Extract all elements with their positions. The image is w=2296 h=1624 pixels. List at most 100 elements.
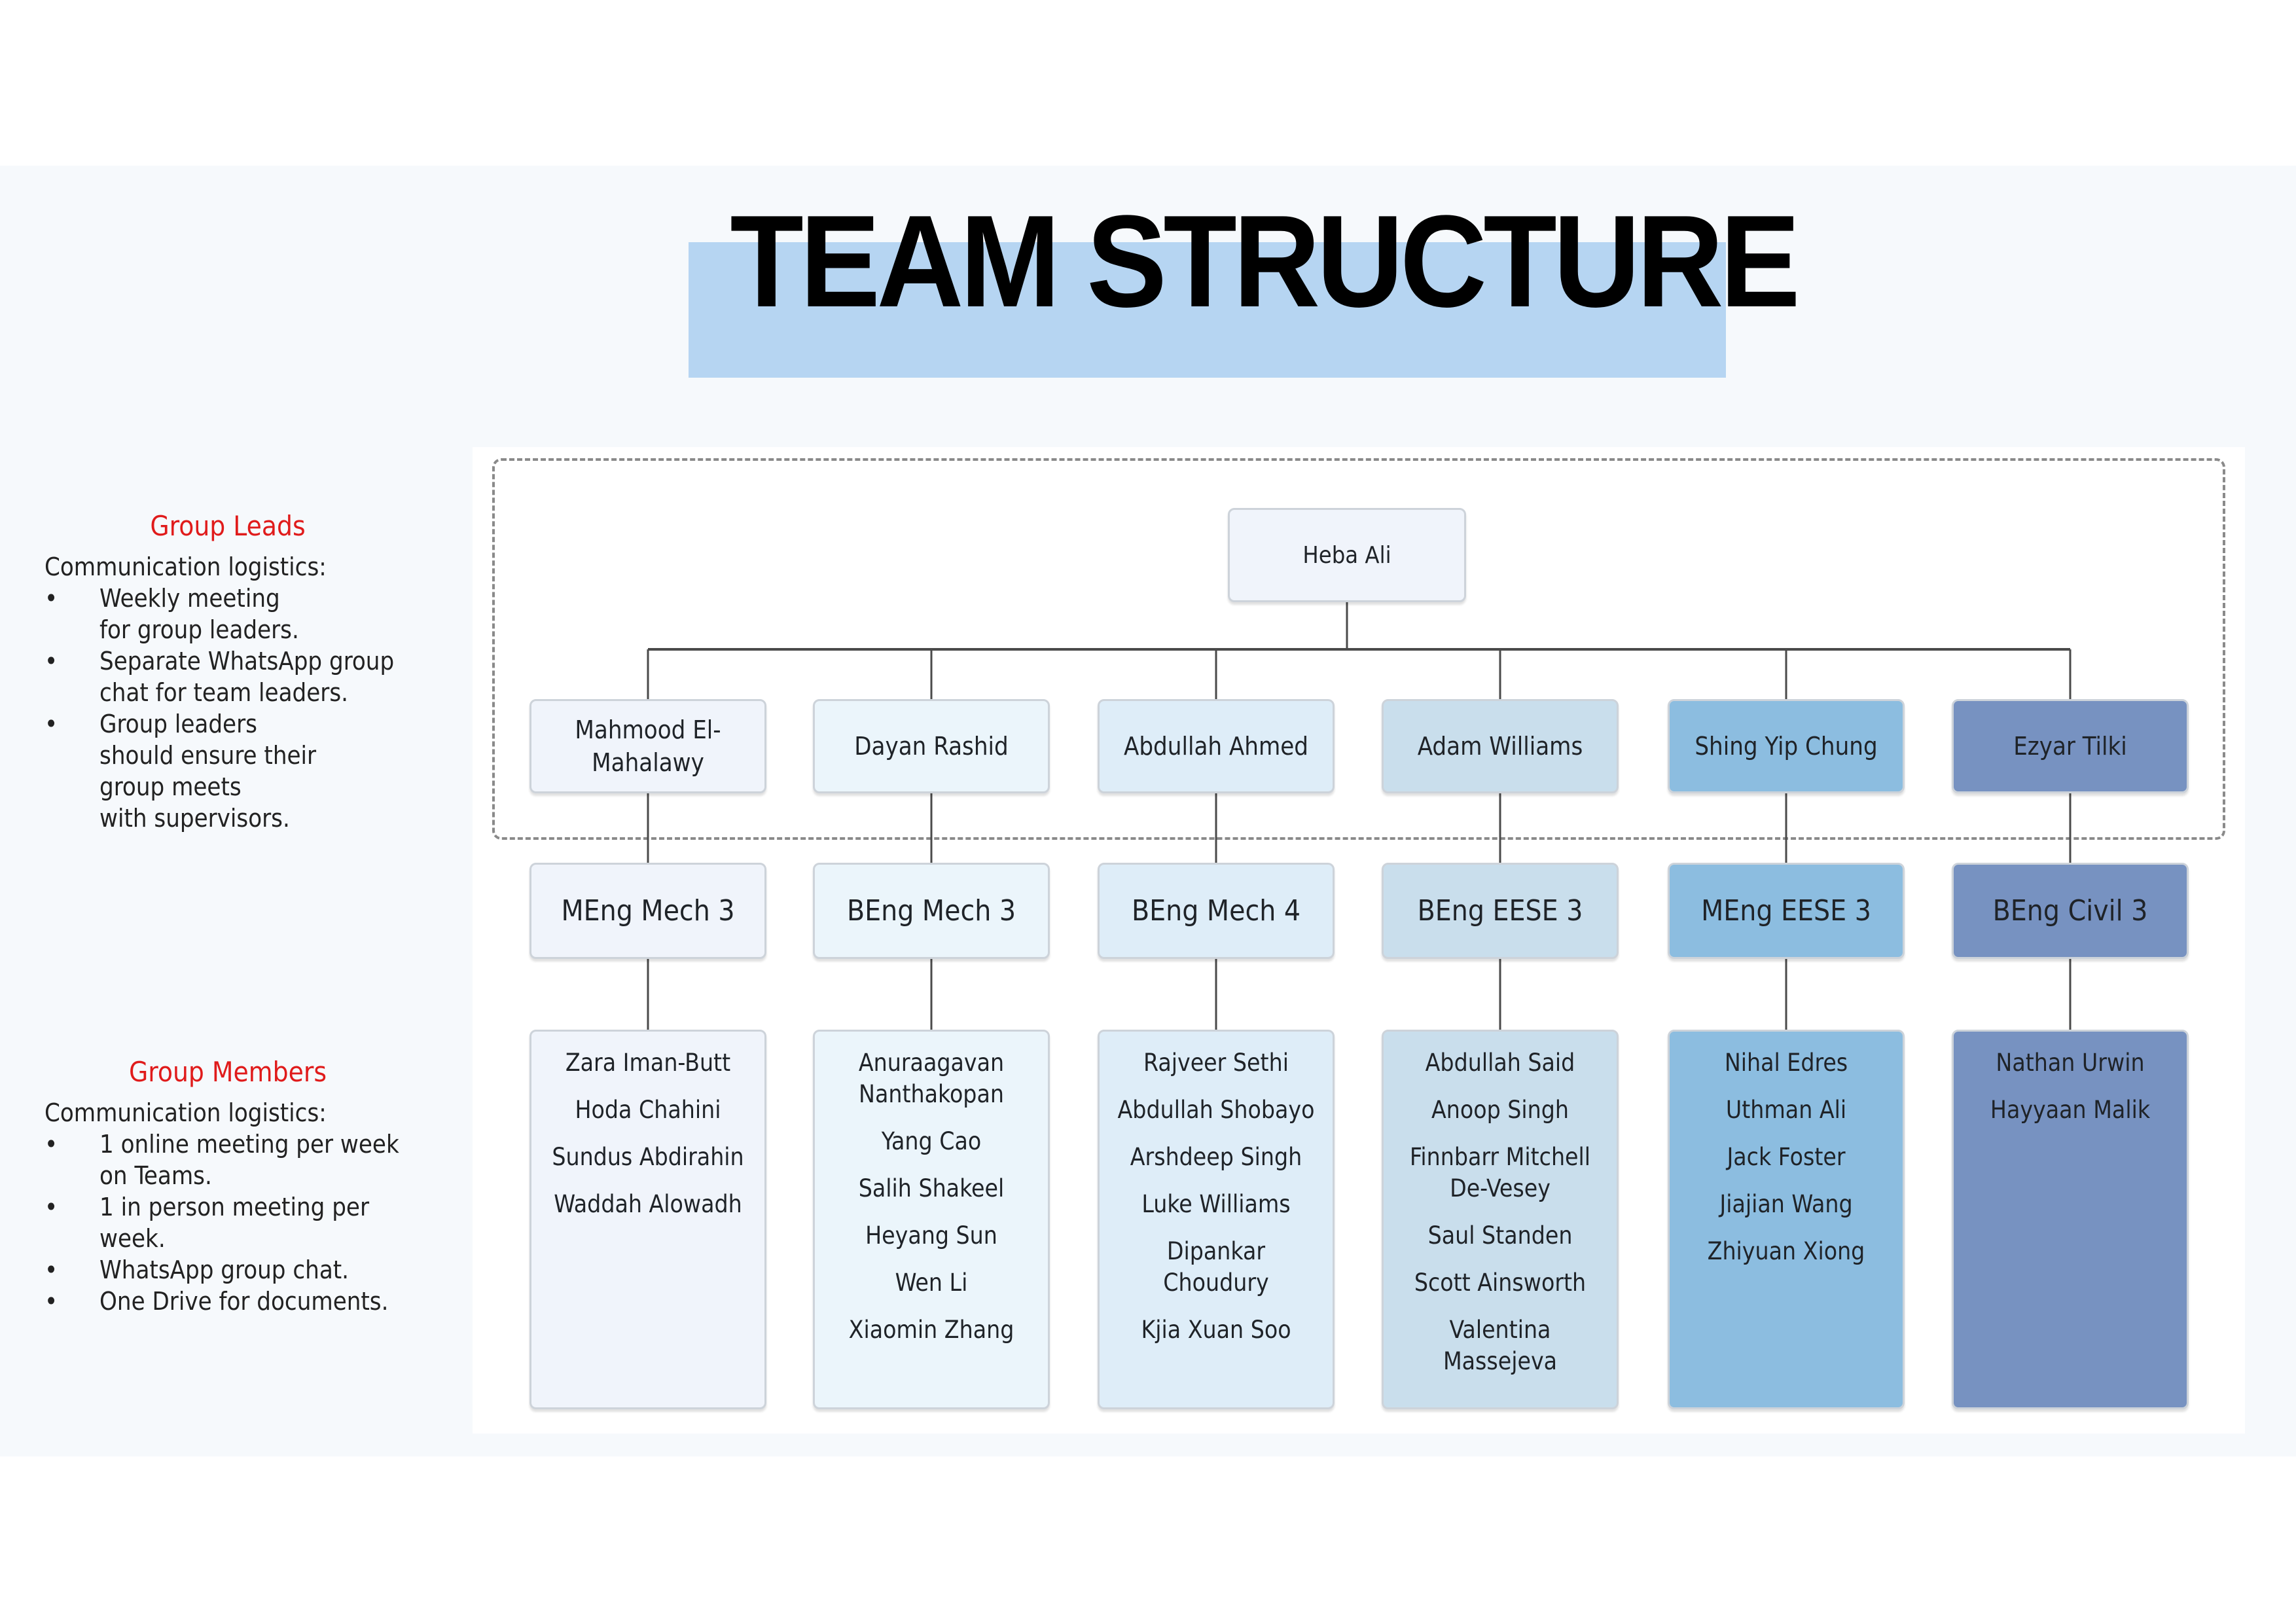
degree-label: BEng Civil 3	[1992, 894, 2148, 928]
root-node: Heba Ali	[1228, 508, 1466, 602]
note-line: on Teams.	[99, 1161, 212, 1190]
group-leads-heading: Group Leads	[150, 510, 306, 542]
member-name: Sundus Abdirahin	[552, 1143, 744, 1171]
degree-node: MEng Mech 3	[529, 863, 766, 959]
member-name: Uthman Ali	[1725, 1096, 1847, 1124]
lead-name-line: Adam Williams	[1417, 732, 1583, 761]
group-members-intro: Communication logistics:	[45, 1098, 327, 1127]
title-highlight	[689, 242, 1726, 378]
group-lead-node: Adam Williams	[1382, 699, 1619, 793]
member-name: Kjia Xuan Soo	[1141, 1316, 1291, 1344]
member-name: Xiaomin Zhang	[848, 1316, 1014, 1344]
degree-label: BEng EESE 3	[1417, 894, 1583, 928]
group-lead-node: Abdullah Ahmed	[1098, 699, 1335, 793]
group-lead-name: Ezyar Tilki	[2013, 730, 2127, 763]
bullet-icon: •	[45, 584, 58, 613]
bullet-icon: •	[45, 710, 58, 738]
degree-label: MEng Mech 3	[561, 894, 735, 928]
leadership-boundary	[492, 458, 2225, 840]
note-line: with supervisors.	[99, 804, 290, 833]
group-lead-node: Dayan Rashid	[813, 699, 1050, 793]
member-name: Abdullah Said	[1425, 1049, 1575, 1077]
note-line: One Drive for documents.	[99, 1287, 389, 1316]
member-name: Wen Li	[895, 1269, 968, 1297]
member-name: Anuraagavan Nanthakopan	[858, 1049, 1005, 1108]
note-line: for group leaders.	[99, 615, 299, 644]
member-name: Arshdeep Singh	[1130, 1143, 1302, 1171]
note-line: chat for team leaders.	[99, 678, 348, 707]
member-name: Dipankar Choudury	[1163, 1237, 1269, 1297]
bullet-icon: •	[45, 1287, 58, 1316]
member-name: Anoop Singh	[1431, 1096, 1570, 1124]
group-members-notes: Group Members Communication logistics: •…	[45, 1056, 437, 1317]
lead-name-line: Ezyar Tilki	[2013, 732, 2127, 761]
group-leads-notes: Group Leads Communication logistics: • We…	[45, 511, 437, 834]
lead-name-line: Abdullah Ahmed	[1123, 732, 1309, 761]
group-lead-name: Adam Williams	[1418, 730, 1583, 763]
member-name: Nathan Urwin	[1996, 1049, 2145, 1077]
member-name: Nihal Edres	[1724, 1049, 1848, 1077]
note-item: • 1 in person meeting per week.	[45, 1191, 437, 1254]
bullet-icon: •	[45, 1193, 58, 1221]
group-lead-name: Shing Yip Chung	[1695, 730, 1877, 763]
page-title: TEAM STRUCTURE	[730, 189, 1800, 334]
group-lead-name: Dayan Rashid	[854, 730, 1009, 763]
member-name: Abdullah Shobayo	[1117, 1096, 1315, 1124]
lead-name-line: Mahalawy	[592, 748, 704, 777]
group-lead-node: Mahmood El- Mahalawy	[529, 699, 766, 793]
degree-node: MEng EESE 3	[1668, 863, 1905, 959]
member-name: Valentina Massejeva	[1443, 1316, 1558, 1375]
root-name: Heba Ali	[1302, 541, 1391, 569]
bullet-icon: •	[45, 1255, 58, 1284]
note-line: should ensure their	[99, 741, 317, 770]
member-name: Hoda Chahini	[575, 1096, 721, 1124]
degree-label: BEng Mech 4	[1131, 894, 1301, 928]
degree-node: BEng Mech 4	[1098, 863, 1335, 959]
note-line: 1 in person meeting per	[99, 1193, 369, 1221]
group-members-heading: Group Members	[128, 1056, 327, 1088]
member-name: Scott Ainsworth	[1414, 1269, 1587, 1297]
degree-node: BEng Mech 3	[813, 863, 1050, 959]
note-line: Weekly meeting	[99, 584, 280, 613]
member-name: Rajveer Sethi	[1143, 1049, 1289, 1077]
note-line: 1 online meeting per week	[99, 1130, 399, 1159]
member-name: Jiajian Wang	[1719, 1190, 1853, 1218]
lead-name-line: Shing Yip Chung	[1695, 732, 1878, 761]
member-name: Jack Foster	[1727, 1143, 1846, 1171]
degree-node: BEng Civil 3	[1952, 863, 2189, 959]
member-name: Saul Standen	[1427, 1221, 1573, 1250]
note-line: group meets	[99, 772, 242, 801]
note-line: Separate WhatsApp group	[99, 647, 395, 676]
member-name: Zhiyuan Xiong	[1707, 1237, 1865, 1265]
group-lead-name: Abdullah Ahmed	[1124, 730, 1308, 763]
group-lead-node: Shing Yip Chung	[1668, 699, 1905, 793]
member-name: Yang Cao	[881, 1127, 982, 1155]
note-line: week.	[99, 1224, 166, 1253]
lead-name-line: Mahmood El-	[575, 715, 721, 744]
group-leads-intro: Communication logistics:	[45, 552, 327, 581]
lead-name-line: Dayan Rashid	[854, 732, 1009, 761]
note-item: •WhatsApp group chat.	[45, 1254, 437, 1286]
bullet-icon: •	[45, 1130, 58, 1159]
member-name: Salih Shakeel	[858, 1174, 1005, 1202]
degree-label: MEng EESE 3	[1701, 894, 1871, 928]
